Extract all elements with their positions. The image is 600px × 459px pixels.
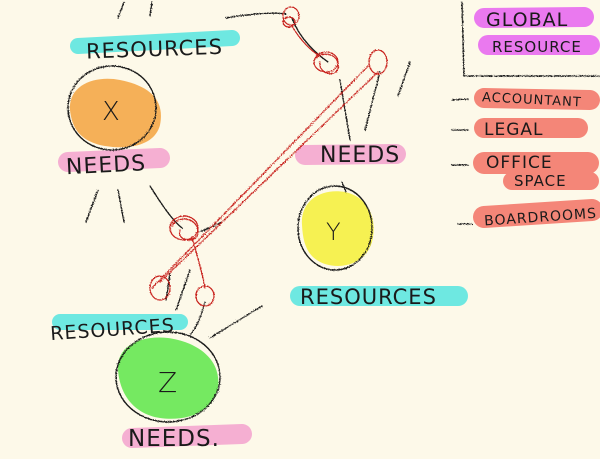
legend-item-legal: LEGAL	[484, 120, 544, 140]
node-y-fill	[301, 191, 374, 266]
node-x-letter: X	[102, 97, 121, 127]
node-x-fill	[69, 78, 161, 148]
red-link-mid	[191, 237, 206, 289]
hub-mid-circle	[169, 215, 199, 241]
ink-lines	[85, 1, 600, 339]
z-needs-label: NEEDS.	[128, 426, 220, 452]
y-to-node-line	[341, 181, 347, 193]
top-connector-line	[225, 12, 287, 19]
hub-z-left-circle	[149, 275, 171, 301]
x-needs-tick-1	[85, 189, 99, 223]
x-needs-highlight	[58, 148, 170, 172]
node-x	[67, 65, 161, 151]
x-resources-label: RESOURCES	[86, 35, 224, 64]
node-z	[115, 331, 221, 423]
node-y	[297, 185, 374, 271]
long-red-line-1	[151, 65, 369, 289]
legend-title-line1: GLOBAL	[486, 9, 568, 31]
legend-title-highlight-1	[474, 7, 594, 28]
legend-item-boardrooms: BOARDROOMS	[484, 206, 598, 230]
z-resources-tick-1	[165, 273, 171, 301]
node-y-outline	[297, 185, 373, 271]
top-stroke-left	[117, 1, 125, 19]
legend-frame-line	[461, 1, 600, 77]
legend-accountant-highlight	[474, 88, 600, 110]
x-resources-highlight	[70, 30, 240, 54]
z-connector-line	[189, 301, 206, 336]
hub-mid-scribble	[171, 218, 199, 241]
hub-top-to-y-line	[291, 17, 329, 63]
y-needs-highlight	[295, 144, 406, 165]
node-y-letter: Y	[326, 218, 342, 246]
z-resources-tick-2	[175, 269, 191, 311]
legend-dash-1	[451, 98, 469, 101]
red-ink	[149, 6, 388, 307]
y-needs-label: NEEDS	[320, 143, 400, 168]
node-z-fill	[117, 337, 219, 419]
x-needs-label: NEEDS	[65, 151, 146, 180]
x-needs-tick-2	[117, 189, 125, 223]
labels: RESOURCES X NEEDS NEEDS Y RESOURCES RESO…	[50, 9, 598, 452]
legend-item-office: OFFICE	[486, 153, 553, 173]
long-red-line-2	[159, 71, 379, 283]
node-z-outline	[115, 331, 221, 423]
hub-top-circle-2	[282, 16, 296, 28]
node-z-letter: Z	[158, 366, 178, 399]
hub-top-circle	[282, 6, 300, 26]
red-link-top	[291, 25, 321, 57]
y-needs-tick-1	[339, 79, 351, 141]
legend-boardrooms-highlight	[473, 199, 600, 228]
y-needs-tick-3	[397, 61, 411, 97]
top-stroke-mid	[149, 1, 153, 17]
z-needs-highlight	[122, 424, 252, 448]
z-right-line	[209, 305, 263, 339]
node-x-outline	[67, 65, 157, 151]
legend-title-line2: RESOURCE	[492, 38, 582, 56]
y-resources-label: RESOURCES	[300, 285, 437, 309]
x-needs-to-hub-line	[149, 185, 183, 229]
y-needs-tick-2	[364, 71, 381, 131]
legend-item-space: SPACE	[514, 172, 567, 190]
legend-item-accountant: ACCOUNTANT	[482, 90, 582, 110]
highlights	[52, 7, 600, 448]
hub-y-scribble	[315, 53, 339, 75]
hub-y-right-circle	[368, 49, 388, 75]
